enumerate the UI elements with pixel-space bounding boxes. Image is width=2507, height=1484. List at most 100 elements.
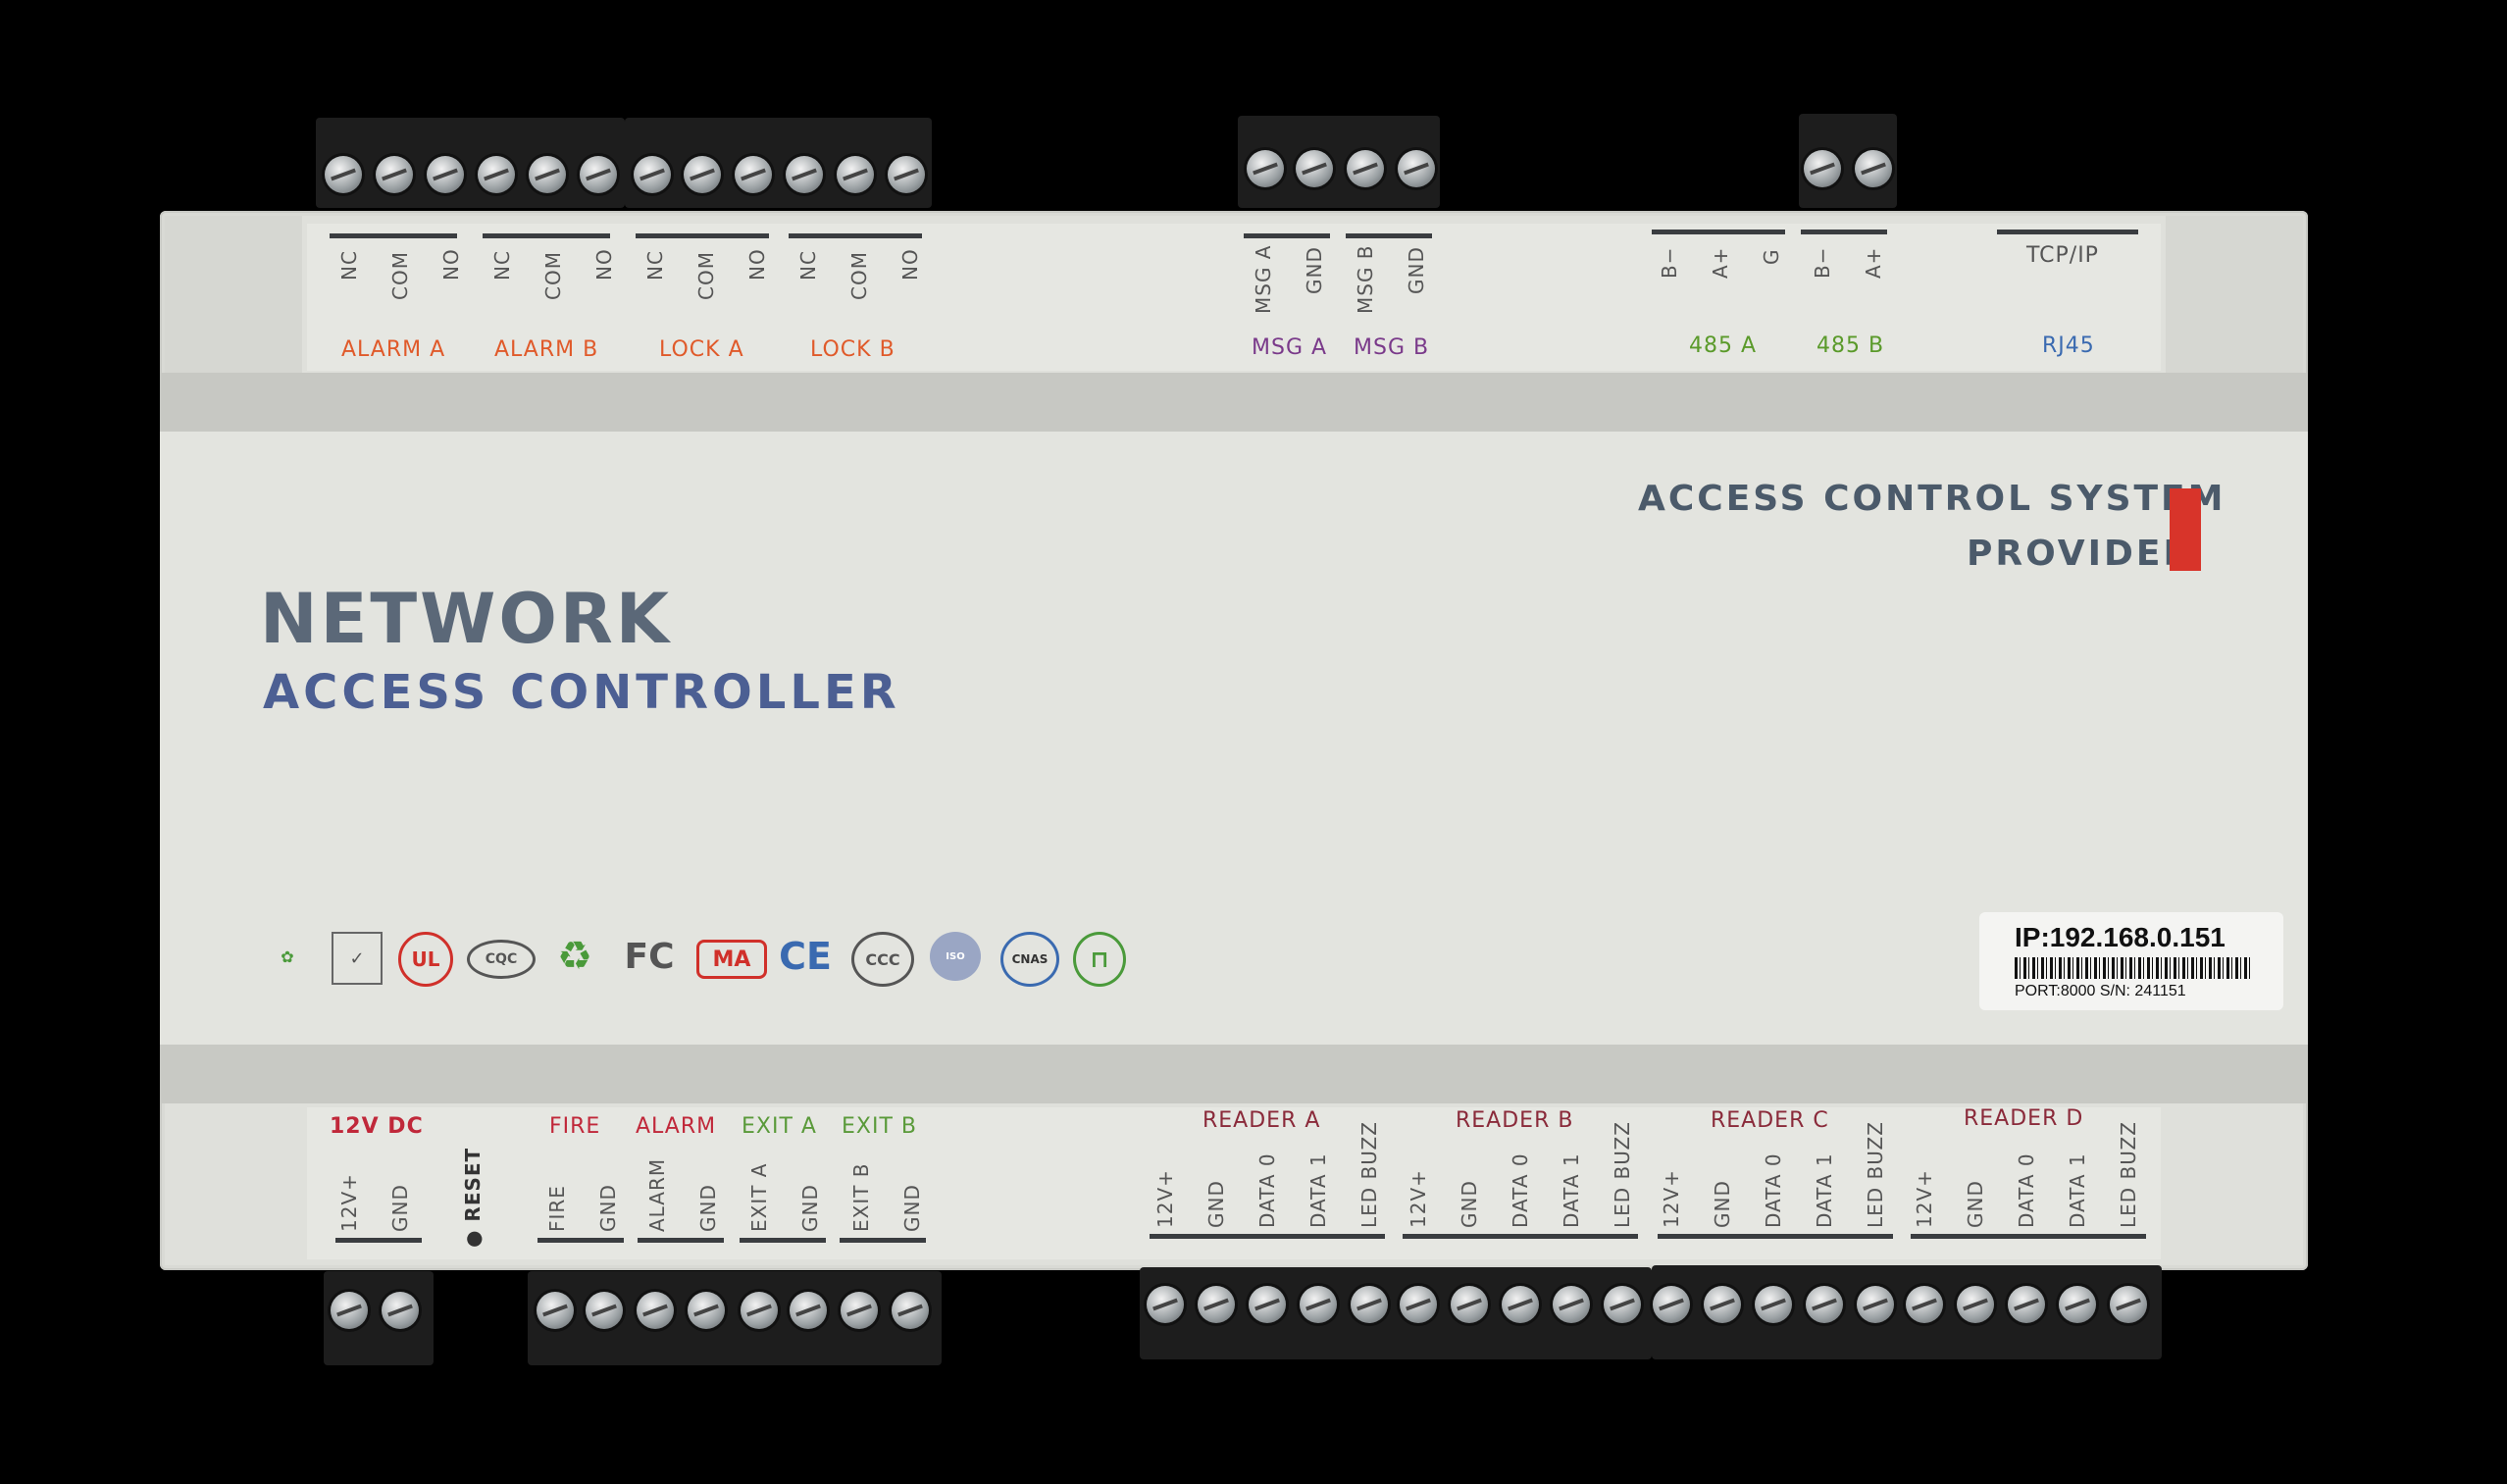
bottom-screw	[1147, 1286, 1184, 1323]
bottom-pin-label: GND	[1964, 1180, 1987, 1228]
top-pin-label: B−	[1658, 246, 1681, 279]
bottom-screw	[2059, 1286, 2096, 1323]
top-screw	[888, 156, 925, 193]
bottom-pin-label: DATA 1	[1560, 1152, 1583, 1228]
brand-line-2: PROVIDER	[1967, 534, 2194, 574]
top-pin-label: TCP/IP	[2026, 243, 2099, 268]
top-pin-label: GND	[1405, 246, 1428, 294]
cnas-logo: CNAS	[1000, 932, 1059, 987]
group-reader-c: READER C	[1711, 1108, 1829, 1133]
top-screw	[325, 156, 362, 193]
bottom-pin-label: DATA 0	[1255, 1152, 1279, 1228]
top-strip-tab-right	[2166, 216, 2303, 373]
bottom-screw	[741, 1292, 778, 1329]
top-terminal-block-1	[316, 118, 625, 208]
brand-red-bar	[2170, 488, 2201, 571]
top-pin-label: A+	[1709, 246, 1732, 279]
bottom-screw	[1755, 1286, 1792, 1323]
group-alarm-a: ALARM A	[341, 337, 446, 362]
brand-line-1: ACCESS CONTROL SYSTEM	[1638, 479, 2226, 519]
ip-address: IP:192.168.0.151	[2015, 922, 2226, 952]
bottom-screw	[586, 1292, 623, 1329]
bottom-bar	[1150, 1234, 1385, 1239]
ul-logo: UL	[398, 932, 453, 987]
bottom-bar	[840, 1238, 926, 1243]
iso-logo: ISO	[930, 932, 981, 981]
top-screw	[529, 156, 566, 193]
bottom-pin-label: DATA 1	[2066, 1152, 2089, 1228]
ma-logo: MA	[696, 940, 767, 979]
bottom-screw	[1957, 1286, 1994, 1323]
group-485-a: 485 A	[1689, 333, 1758, 358]
top-bar	[1346, 233, 1432, 238]
bottom-screw	[1351, 1286, 1388, 1323]
bottom-pin-label: GND	[798, 1184, 822, 1232]
top-terminal-block-2	[625, 118, 932, 208]
top-screw	[1296, 150, 1333, 187]
top-screw	[684, 156, 721, 193]
bottom-pin-label: GND	[1458, 1180, 1481, 1228]
top-pin-label: B−	[1811, 246, 1834, 279]
top-screw	[427, 156, 464, 193]
group-exit-b: EXIT B	[842, 1114, 917, 1139]
bottom-screw	[1604, 1286, 1641, 1323]
top-bar	[330, 233, 457, 238]
bottom-pin-label: EXIT B	[849, 1162, 873, 1232]
top-bar	[636, 233, 769, 238]
bottom-pin-label: GND	[1711, 1180, 1734, 1228]
top-screw	[376, 156, 413, 193]
top-pin-label: COM	[694, 251, 718, 300]
bottom-bar	[740, 1238, 826, 1243]
top-bar	[1801, 230, 1887, 234]
bottom-pin-label: GND	[388, 1184, 412, 1232]
group-12v-dc: 12V DC	[330, 1114, 424, 1139]
bottom-screw	[1400, 1286, 1437, 1323]
bottom-bar	[1658, 1234, 1893, 1239]
bottom-screw	[637, 1292, 674, 1329]
sgs-logo: ⊓	[1073, 932, 1126, 987]
group-msg-a: MSG A	[1252, 335, 1328, 360]
bottom-pin-label: 12V+	[337, 1173, 361, 1232]
bottom-screw	[1249, 1286, 1286, 1323]
group-rj45: RJ45	[2042, 333, 2095, 358]
top-pin-label: NO	[745, 248, 769, 281]
title-access-controller: ACCESS CONTROLLER	[263, 665, 900, 720]
fc-logo: FC	[624, 936, 675, 977]
bottom-screw	[1906, 1286, 1943, 1323]
group-485-b: 485 B	[1816, 333, 1885, 358]
bottom-pin-label: DATA 0	[1762, 1152, 1785, 1228]
bottom-pin-label: DATA 0	[1509, 1152, 1532, 1228]
bottom-pin-label: GND	[696, 1184, 720, 1232]
top-screw	[478, 156, 515, 193]
barcode	[2015, 957, 2250, 979]
top-pin-label: GND	[1303, 246, 1326, 294]
group-lock-a: LOCK A	[659, 337, 744, 362]
bottom-pin-label: LED BUZZ	[1357, 1121, 1381, 1228]
bottom-screw	[1198, 1286, 1235, 1323]
cqc-logo: CQC	[467, 940, 536, 979]
recycle-icon: ♻	[557, 934, 592, 979]
top-screw	[1347, 150, 1384, 187]
group-reader-a: READER A	[1202, 1108, 1321, 1133]
top-pin-label: COM	[847, 251, 871, 300]
reset-button-label[interactable]: ● RESET	[461, 1147, 485, 1248]
top-label-strip	[165, 216, 2303, 373]
bottom-pin-label: LED BUZZ	[1611, 1121, 1634, 1228]
bottom-pin-label: ALARM	[645, 1157, 669, 1232]
bottom-pin-label: LED BUZZ	[1864, 1121, 1887, 1228]
bottom-pin-label: 12V+	[1660, 1169, 1683, 1228]
bottom-screw	[1502, 1286, 1539, 1323]
top-screw	[634, 156, 671, 193]
group-exit-a: EXIT A	[742, 1114, 817, 1139]
bottom-screw	[1553, 1286, 1590, 1323]
lower-groove	[160, 1045, 2308, 1103]
bottom-screw	[1451, 1286, 1488, 1323]
rohs-logo: ✿	[281, 947, 294, 966]
bottom-screw	[2008, 1286, 2045, 1323]
top-screw	[580, 156, 617, 193]
top-pin-label: MSG B	[1354, 244, 1377, 314]
port-serial: PORT:8000 S/N: 241151	[2015, 983, 2186, 999]
bottom-pin-label: GND	[596, 1184, 620, 1232]
top-bar	[1652, 230, 1785, 234]
bottom-pin-label: GND	[1204, 1180, 1228, 1228]
